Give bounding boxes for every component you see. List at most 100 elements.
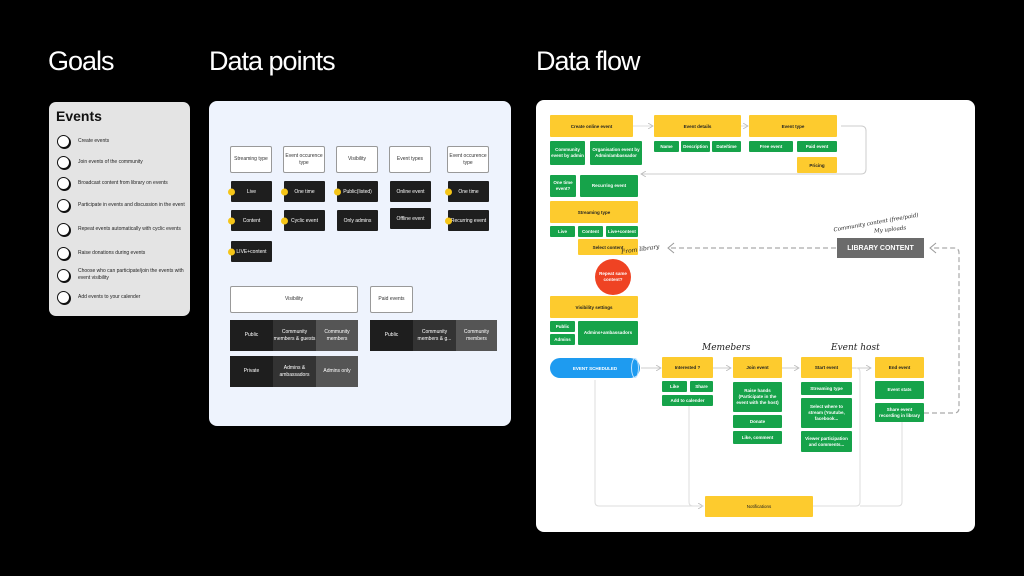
event-host-label: Event host bbox=[831, 343, 880, 353]
admins-node[interactable]: Admins bbox=[550, 334, 575, 345]
select-content-node[interactable]: Select content bbox=[578, 239, 638, 255]
event-stats-node[interactable]: Event stats bbox=[875, 381, 924, 399]
event-details-node[interactable]: Event details bbox=[654, 115, 741, 137]
live-node[interactable]: Live bbox=[550, 226, 575, 237]
community-event-node[interactable]: Community event by admin bbox=[550, 141, 585, 165]
host-streaming-type-node[interactable]: Streaming type bbox=[801, 382, 852, 395]
content-node[interactable]: Content bbox=[578, 226, 603, 237]
event-type-node[interactable]: Event type bbox=[749, 115, 837, 137]
goal-item[interactable]: Broadcast content from library on events bbox=[57, 177, 185, 190]
add-to-calendar-node[interactable]: Add to calender bbox=[662, 395, 713, 406]
paid-events-header: Paid events bbox=[370, 286, 413, 313]
visibility-cell[interactable]: Community members & guests bbox=[273, 320, 316, 351]
connector-lines bbox=[594, 100, 960, 532]
interested-node[interactable]: Interested ? bbox=[662, 357, 713, 378]
streaming-type-node[interactable]: Streaming type bbox=[550, 201, 638, 223]
data-chip[interactable]: Only admins bbox=[337, 210, 378, 231]
checkbox-circle-icon[interactable] bbox=[57, 223, 70, 236]
goal-item[interactable]: Choose who can participate/join the even… bbox=[57, 268, 185, 282]
marker-dot-icon bbox=[281, 217, 288, 224]
visibility-cell[interactable]: Admins only bbox=[316, 356, 358, 387]
paid-event-node[interactable]: Paid event bbox=[797, 141, 837, 152]
members-label: Memebers bbox=[702, 343, 751, 353]
repeat-content-decision[interactable]: Repeat same content? bbox=[595, 259, 631, 295]
marker-dot-icon bbox=[334, 188, 341, 195]
date-time-node[interactable]: Date/time bbox=[712, 141, 741, 152]
share-recording-node[interactable]: Share event recording in library bbox=[875, 403, 924, 422]
goals-title: Events bbox=[56, 108, 102, 124]
checkbox-circle-icon[interactable] bbox=[57, 135, 70, 148]
marker-dot-icon bbox=[228, 217, 235, 224]
select-stream-node[interactable]: Select where to stream (Youtube, faceboo… bbox=[801, 398, 852, 428]
like-node[interactable]: Like bbox=[662, 381, 687, 392]
paid-cell[interactable]: Community members bbox=[456, 320, 497, 351]
marker-dot-icon bbox=[228, 248, 235, 255]
column-header: Streaming type bbox=[230, 146, 272, 173]
data-points-heading: Data points bbox=[209, 46, 336, 76]
column-header: Event occurence type bbox=[283, 146, 325, 173]
like-comment-node[interactable]: Like, comment bbox=[733, 431, 782, 444]
data-chip[interactable]: Online event bbox=[390, 181, 431, 202]
library-content-node[interactable]: LIBRARY CONTENT bbox=[837, 238, 924, 258]
one-time-event-node[interactable]: One time event? bbox=[550, 175, 576, 197]
paid-cell[interactable]: Community members & g... bbox=[413, 320, 456, 351]
admins-ambassadors-node[interactable]: Admins+ambassadors bbox=[578, 321, 638, 345]
data-chip[interactable]: Offline event bbox=[390, 208, 431, 229]
checkbox-circle-icon[interactable] bbox=[57, 291, 70, 304]
data-chip[interactable]: One time bbox=[445, 181, 489, 202]
cylinder-edge bbox=[631, 358, 639, 378]
pricing-node[interactable]: Pricing bbox=[797, 157, 837, 173]
visibility-cell[interactable]: Community members bbox=[316, 320, 358, 351]
data-chip[interactable]: Live bbox=[228, 181, 272, 202]
create-online-event-node[interactable]: Create online event bbox=[550, 115, 633, 137]
column-header: Event occurence type bbox=[447, 146, 489, 173]
data-chip[interactable]: Recurring event bbox=[445, 210, 489, 231]
share-node[interactable]: Share bbox=[690, 381, 713, 392]
viewer-participation-node[interactable]: Viewer participation and comments... bbox=[801, 431, 852, 452]
column-header: Event types bbox=[389, 146, 431, 173]
goal-item[interactable]: Repeat events automatically with cyclic … bbox=[57, 223, 185, 236]
checkbox-circle-icon[interactable] bbox=[57, 247, 70, 260]
organisation-event-node[interactable]: Organisation event by Admin/ambassador bbox=[590, 141, 642, 165]
checkbox-circle-icon[interactable] bbox=[57, 177, 70, 190]
raise-hands-node[interactable]: Raise hands (Participate in the event wi… bbox=[733, 382, 782, 412]
end-event-node[interactable]: End event bbox=[875, 357, 924, 378]
column-header: Visibility bbox=[336, 146, 378, 173]
checkbox-circle-icon[interactable] bbox=[57, 156, 70, 169]
goal-item[interactable]: Create events bbox=[57, 135, 185, 148]
notifications-node[interactable]: Notifications bbox=[705, 496, 813, 517]
recurring-event-node[interactable]: Recurring event bbox=[580, 175, 638, 197]
data-chip[interactable]: One time bbox=[281, 181, 325, 202]
public-node[interactable]: Public bbox=[550, 321, 575, 332]
visibility-cell[interactable]: Private bbox=[230, 356, 273, 387]
marker-dot-icon bbox=[445, 188, 452, 195]
visibility-table-header: Visibility bbox=[230, 286, 358, 313]
event-scheduled-node[interactable]: EVENT SCHEDULED bbox=[550, 358, 640, 378]
data-chip[interactable]: Content bbox=[228, 210, 272, 231]
data-flow-panel: Create online event Community event by a… bbox=[536, 100, 975, 532]
free-event-node[interactable]: Free event bbox=[749, 141, 793, 152]
data-chip[interactable]: LIVE+content bbox=[228, 241, 272, 262]
start-event-node[interactable]: Start event bbox=[801, 357, 852, 378]
name-node[interactable]: Name bbox=[654, 141, 679, 152]
marker-dot-icon bbox=[228, 188, 235, 195]
live-content-node[interactable]: Live+content bbox=[606, 226, 638, 237]
visibility-settings-node[interactable]: Visibility settings bbox=[550, 296, 638, 318]
paid-cell[interactable]: Public bbox=[370, 320, 413, 351]
data-chip[interactable]: Public(listed) bbox=[334, 181, 378, 202]
join-event-node[interactable]: Join event bbox=[733, 357, 782, 378]
checkbox-circle-icon[interactable] bbox=[57, 199, 70, 212]
goal-item[interactable]: Participate in events and discussion in … bbox=[57, 199, 185, 212]
goal-item[interactable]: Raise donations during events bbox=[57, 247, 185, 260]
goal-item[interactable]: Add events to your calender bbox=[57, 291, 185, 304]
donate-node[interactable]: Donate bbox=[733, 415, 782, 428]
checkbox-circle-icon[interactable] bbox=[57, 268, 70, 282]
data-chip[interactable]: Cyclic event bbox=[281, 210, 325, 231]
data-points-panel: Streaming type Event occurence type Visi… bbox=[209, 101, 511, 426]
visibility-cell[interactable]: Admins & ambassadors bbox=[273, 356, 316, 387]
goals-heading: Goals bbox=[48, 46, 115, 76]
goal-item[interactable]: Join events of the community bbox=[57, 156, 185, 169]
description-node[interactable]: Description bbox=[681, 141, 710, 152]
visibility-cell[interactable]: Public bbox=[230, 320, 273, 351]
data-flow-heading: Data flow bbox=[536, 46, 641, 76]
